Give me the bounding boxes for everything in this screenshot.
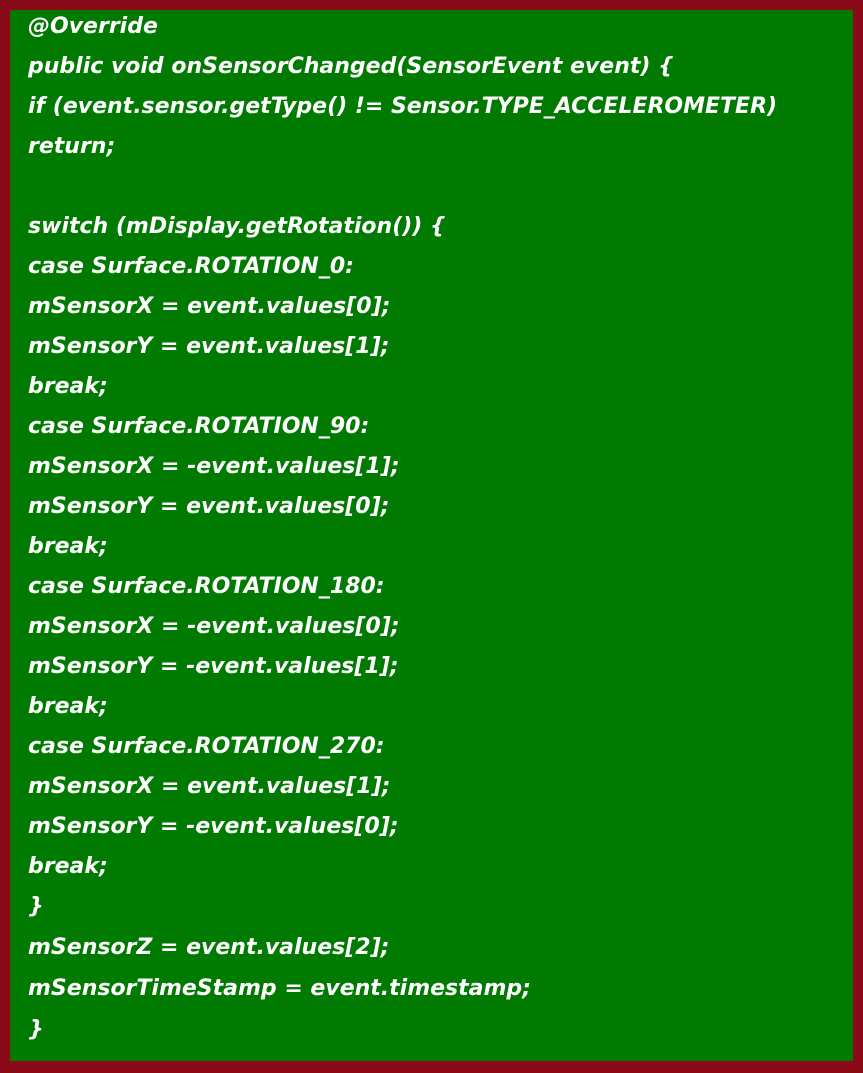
code-line: mSensorX = event.values[0];	[28, 294, 391, 319]
code-line: break;	[28, 374, 108, 399]
code-line: case Surface.ROTATION_270:	[28, 734, 385, 759]
code-line	[28, 171, 777, 211]
code-line: mSensorY = event.values[1];	[28, 334, 390, 359]
code-line: mSensorX = event.values[1];	[28, 774, 391, 799]
code-line: case Surface.ROTATION_0:	[28, 254, 354, 279]
code-line: break;	[28, 534, 108, 559]
code-line: public void onSensorChanged(SensorEvent …	[28, 54, 674, 79]
code-line: mSensorX = -event.values[0];	[28, 614, 400, 639]
code-line: break;	[28, 694, 108, 719]
code-line: mSensorY = -event.values[0];	[28, 814, 399, 839]
code-line: @Override	[28, 14, 158, 39]
code-line: mSensorY = event.values[0];	[28, 494, 390, 519]
code-line: return;	[28, 134, 116, 159]
code-line: case Surface.ROTATION_180:	[28, 574, 385, 599]
code-line: switch (mDisplay.getRotation()) {	[28, 214, 446, 239]
code-line: case Surface.ROTATION_90:	[28, 414, 370, 439]
code-line: mSensorY = -event.values[1];	[28, 654, 399, 679]
code-block: @Override public void onSensorChanged(Se…	[28, 11, 777, 1054]
code-line: }	[28, 1017, 44, 1042]
code-panel: @Override public void onSensorChanged(Se…	[10, 10, 853, 1061]
code-line: mSensorZ = event.values[2];	[28, 935, 390, 960]
code-line: break;	[28, 854, 108, 879]
code-line: mSensorX = -event.values[1];	[28, 454, 400, 479]
code-line: if (event.sensor.getType() != Sensor.TYP…	[28, 94, 778, 119]
code-line: mSensorTimeStamp = event.timestamp;	[28, 976, 531, 1001]
code-line: }	[28, 894, 44, 919]
